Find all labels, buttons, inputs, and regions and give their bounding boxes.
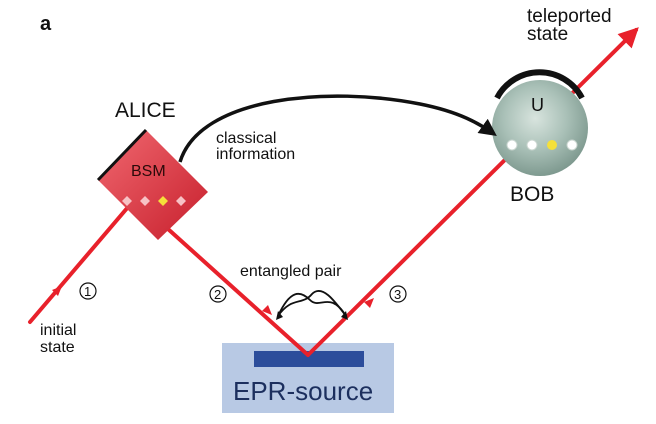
bob-indicator	[526, 139, 538, 151]
teleported-state-label-line2: state	[527, 24, 569, 45]
panel-label: a	[40, 13, 52, 35]
initial-state-label-line1: initial	[40, 322, 77, 339]
beam-to-alice	[156, 218, 310, 357]
marker-circle-1	[79, 282, 97, 300]
entangled-arrow-left	[276, 311, 283, 320]
unitary-label: U	[531, 95, 544, 115]
marker-3-label: 3	[394, 287, 402, 302]
alice-indicator	[122, 196, 132, 206]
bob-unitary-device	[492, 69, 588, 176]
entangled-pair-label: entangled pair	[240, 263, 342, 280]
epr-crystal	[254, 351, 364, 367]
marker-circle-3	[389, 285, 407, 303]
beam-initial-state	[28, 184, 148, 324]
alice-indicator-lit	[158, 196, 168, 206]
marker-circle-2	[209, 285, 227, 303]
bob-indicator	[566, 139, 578, 151]
initial-state-label-line2: state	[40, 339, 75, 356]
beam-to-bob	[306, 27, 639, 357]
classical-information-line2: information	[216, 146, 296, 163]
epr-source-label: EPR-source	[233, 376, 374, 406]
entangled-pair-wave	[277, 290, 347, 317]
classical-channel-arrow	[178, 94, 497, 163]
bsm-label: BSM	[131, 163, 166, 180]
alice-indicator	[140, 196, 150, 206]
alice-bsm-device	[96, 128, 208, 240]
entangled-arrow-right	[341, 311, 348, 320]
bob-label: BOB	[510, 183, 555, 206]
alice-label: ALICE	[115, 99, 176, 122]
bob-indicator	[506, 139, 518, 151]
alice-indicator	[176, 196, 186, 206]
bob-indicator-lit	[547, 140, 557, 150]
beam-arrow-2	[262, 305, 272, 315]
beam-arrow-1	[52, 286, 62, 296]
teleported-state-label-line1: teleported	[527, 6, 612, 27]
marker-1-label: 1	[84, 284, 92, 299]
marker-2-label: 2	[214, 287, 222, 302]
beam-arrow-3	[364, 298, 374, 308]
classical-information-line1: classical	[216, 130, 277, 147]
